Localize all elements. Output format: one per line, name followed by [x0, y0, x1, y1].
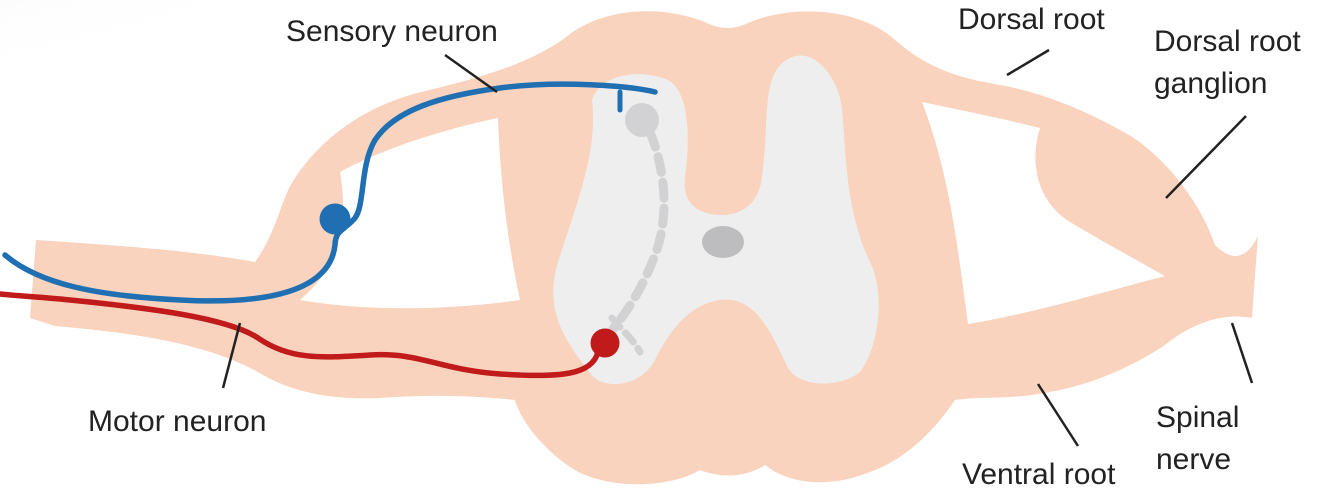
interneuron-axon	[601, 127, 669, 343]
label-dorsal-root: Dorsal root	[958, 3, 1105, 36]
spinal-cord-gray-matter	[553, 55, 879, 385]
label-dorsal-root-ganglion-line2: ganglion	[1154, 67, 1268, 100]
interneuron-branch	[608, 314, 644, 356]
corner-shadow	[0, 0, 420, 110]
label-motor-neuron: Motor neuron	[88, 405, 267, 438]
leader-line-spinal-nerve	[1230, 322, 1254, 384]
leader-line-sensory-neuron	[444, 53, 498, 94]
label-dorsal-root-ganglion: Dorsal root ganglion	[1154, 21, 1301, 105]
leader-line-motor-neuron	[221, 322, 242, 389]
motor-neuron-cell-body	[590, 328, 620, 358]
leader-line-ventral-root	[1036, 383, 1080, 447]
gap-left	[300, 118, 520, 309]
gap-right	[922, 102, 1165, 324]
leader-line-dorsal-root-ganglion	[1165, 115, 1247, 199]
label-dorsal-root-ganglion-line1: Dorsal root	[1154, 25, 1301, 58]
label-ventral-root: Ventral root	[962, 458, 1116, 491]
leader-line-dorsal-root	[1006, 48, 1050, 77]
label-spinal-nerve: Spinal nerve	[1156, 397, 1239, 481]
label-spinal-nerve-line2: nerve	[1156, 443, 1232, 476]
motor-neuron-axon	[0, 291, 601, 379]
label-spinal-nerve-line1: Spinal	[1156, 401, 1240, 434]
central-canal	[702, 226, 744, 258]
label-sensory-neuron: Sensory neuron	[286, 15, 498, 48]
sensory-neuron-cell-body	[319, 203, 351, 235]
sensory-neuron-axon	[2, 81, 658, 304]
